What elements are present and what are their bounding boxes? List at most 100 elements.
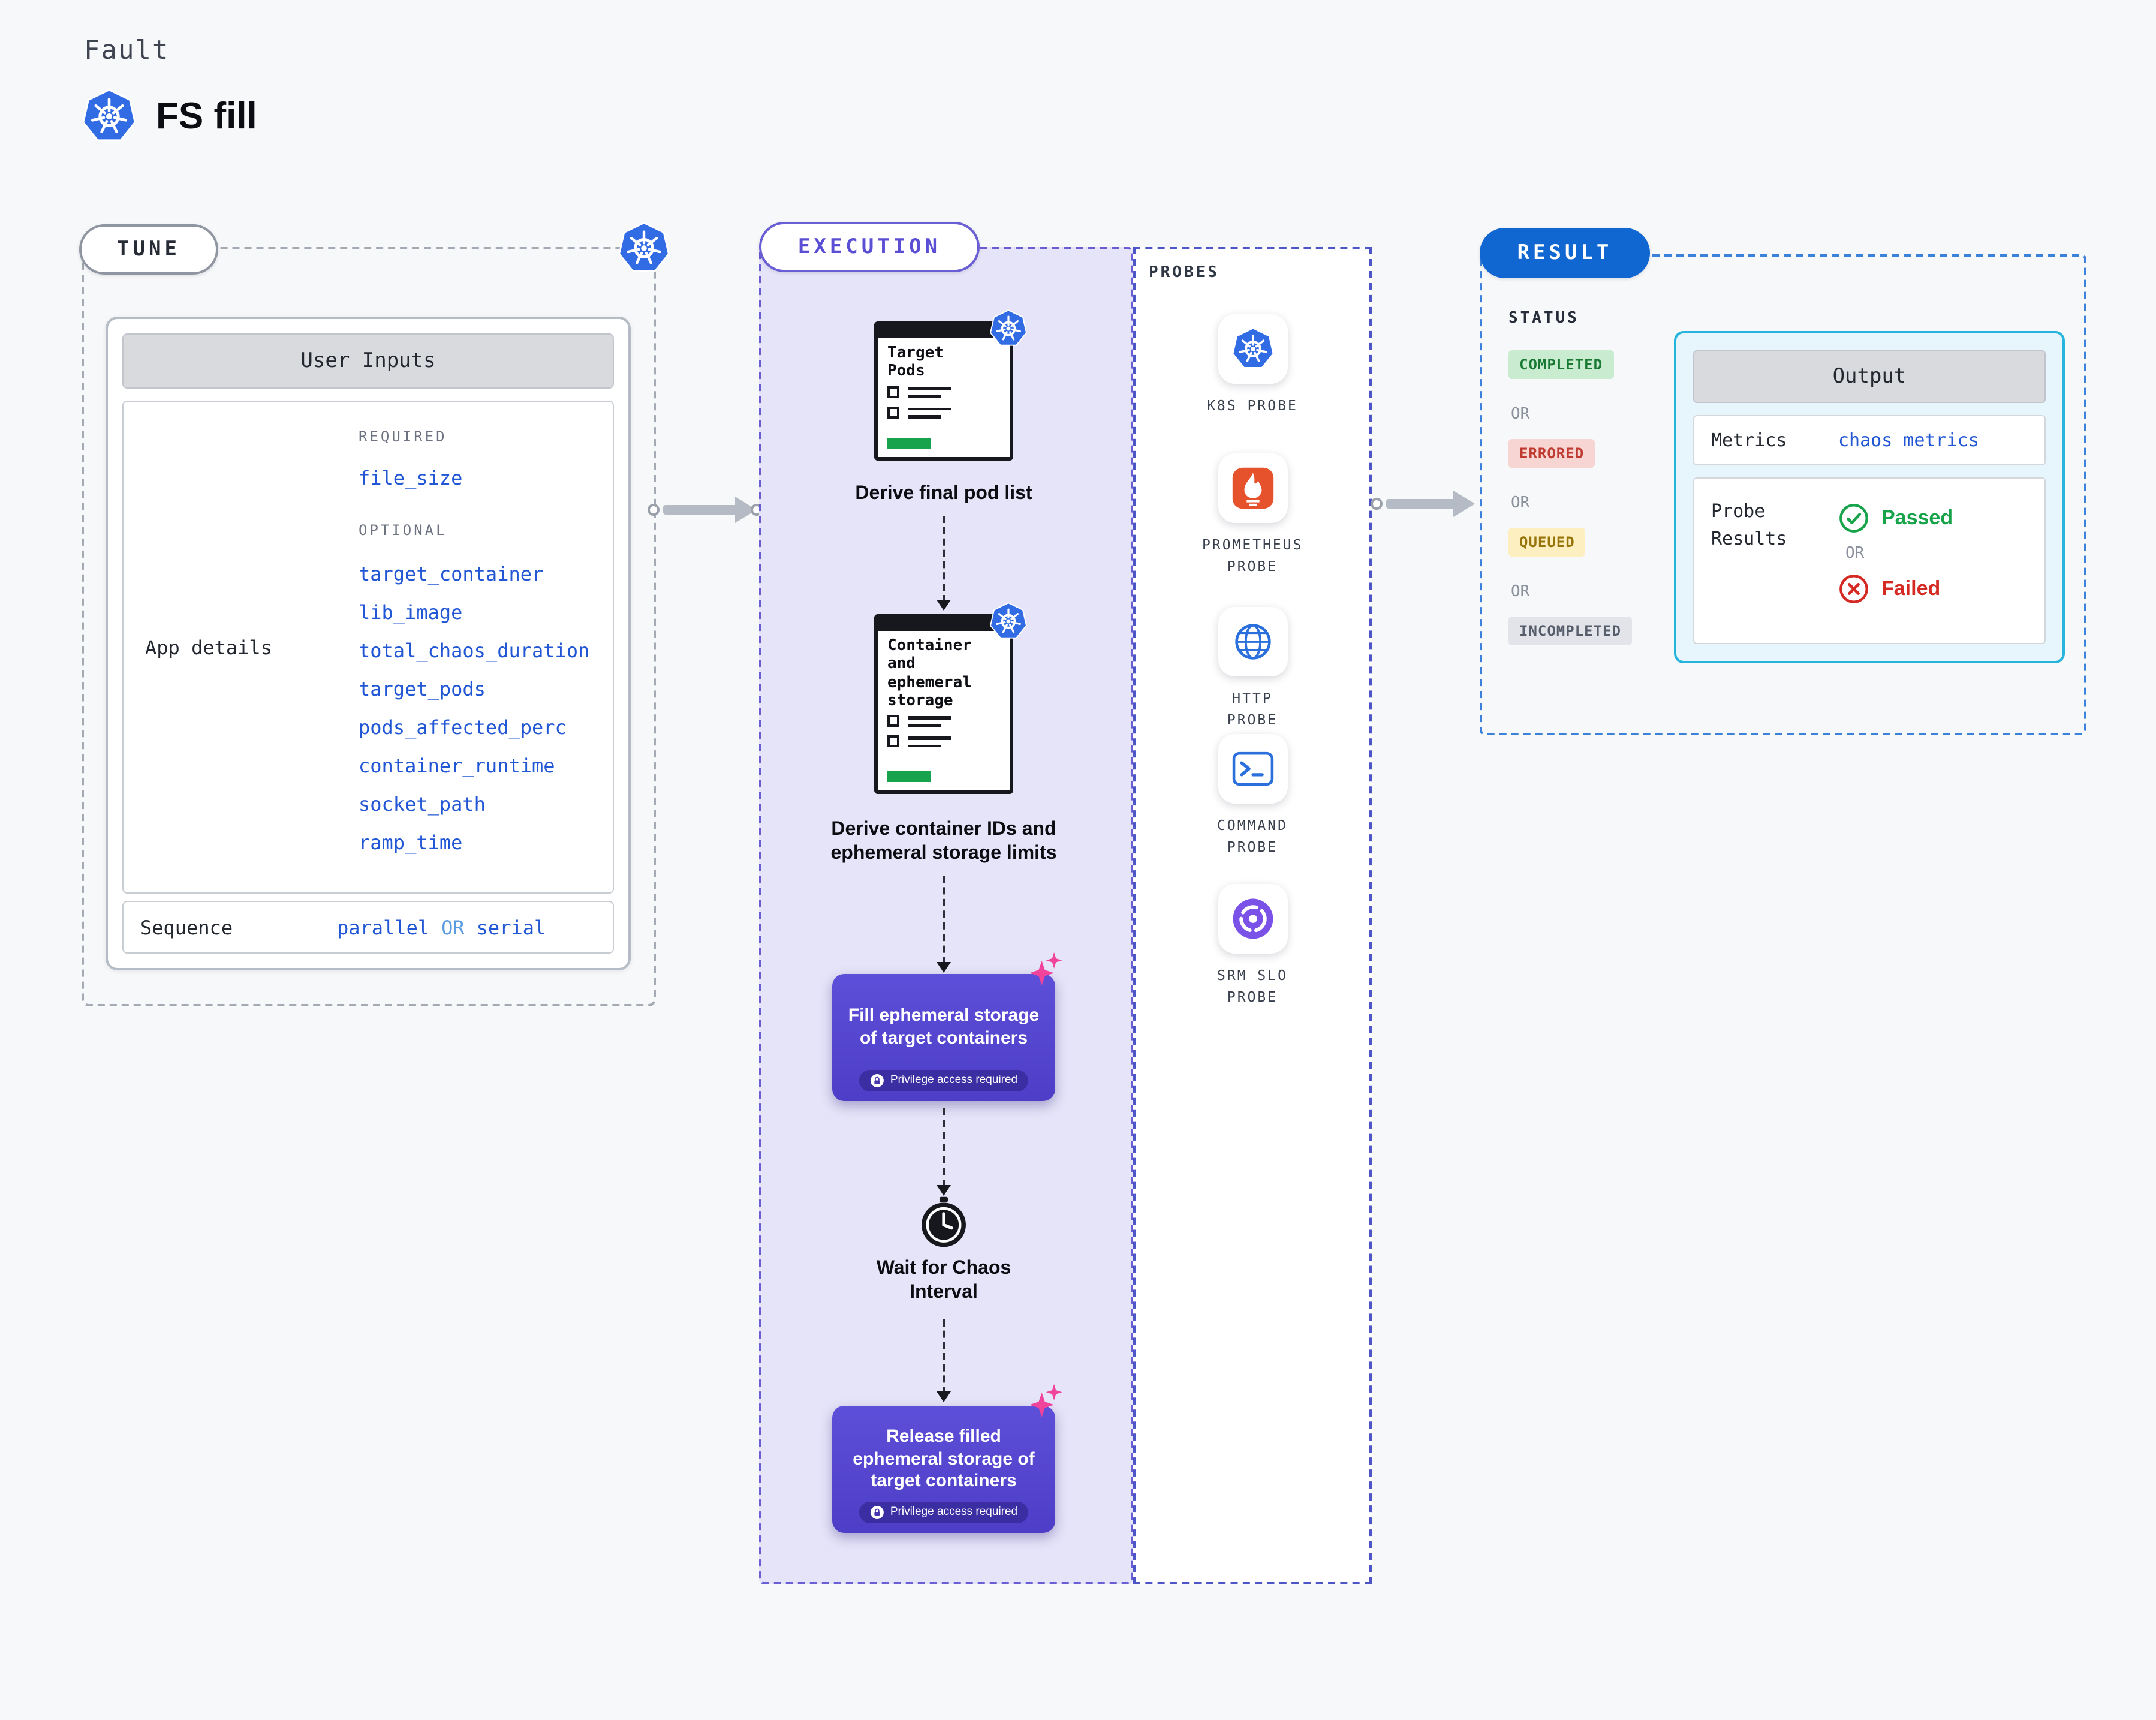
checkbox-icon [887, 406, 899, 419]
fault-kicker: Fault [84, 36, 170, 66]
lock-icon [870, 1505, 884, 1520]
field-target-pods: target_pods [359, 678, 486, 700]
derive-pod-list-doc: Target Pods [874, 321, 1013, 461]
probe-card [1218, 884, 1287, 954]
output-title: Output [1693, 350, 2046, 403]
kubernetes-icon [989, 309, 1028, 348]
doc-header-bar [878, 325, 1010, 338]
probe-name: COMMAND PROBE [1217, 817, 1288, 855]
privilege-badge: Privilege access required [859, 1502, 1029, 1523]
kubernetes-icon [1231, 327, 1274, 371]
flow-connector [943, 1319, 945, 1394]
privilege-badge-text: Privilege access required [890, 1074, 1018, 1087]
lock-icon [870, 1074, 884, 1088]
flow-connector [943, 516, 945, 602]
probe-item-srm-slo: SRM SLO PROBE [1133, 884, 1372, 1008]
status-or: OR [1511, 405, 1530, 423]
result-label: RESULT [1480, 228, 1650, 278]
checkbox-icon [887, 386, 899, 398]
app-details-label: App details [145, 636, 272, 658]
kubernetes-icon [989, 602, 1028, 641]
probe-results-values: Passed OR Failed [1838, 503, 1953, 605]
probe-name: SRM SLO PROBE [1217, 967, 1288, 1005]
field-lib-image: lib_image [359, 601, 463, 624]
user-inputs-panel: User Inputs App details REQUIRED file_si… [106, 317, 631, 970]
execution-section [759, 247, 1133, 1584]
progress-bar [887, 771, 931, 782]
checkbox-row [887, 715, 1000, 727]
probes-label: PROBES [1149, 264, 1219, 282]
flow-connector [943, 876, 945, 964]
status-badge-incompleted: INCOMPLETED [1508, 617, 1632, 645]
doc-checklist [878, 713, 1010, 748]
fill-storage-action: Fill ephemeral storage of target contain… [832, 974, 1055, 1101]
field-ramp-time: ramp_time [359, 831, 463, 854]
release-storage-action: Release filled ephemeral storage of targ… [832, 1406, 1055, 1533]
flow-arrowhead [937, 962, 951, 973]
tune-label: TUNE [79, 224, 218, 275]
flow-arrowhead [937, 600, 951, 611]
status-badge-completed: COMPLETED [1508, 350, 1614, 379]
flow-connector [943, 1108, 945, 1187]
probe-name: HTTP PROBE [1227, 690, 1278, 728]
field-container-runtime: container_runtime [359, 754, 555, 777]
optional-label: OPTIONAL [359, 522, 447, 539]
derive-container-ids-doc: Container and ephemeral storage [874, 614, 1013, 794]
sequence-or: OR [441, 916, 465, 939]
progress-bar [887, 438, 931, 449]
page-title: FS fill [156, 95, 257, 137]
prometheus-icon [1230, 465, 1275, 511]
probe-name: K8S PROBE [1207, 397, 1298, 414]
checkbox-row [887, 386, 1000, 398]
passed-label: Passed [1881, 506, 1953, 529]
execution-to-result-arrow [1371, 491, 1475, 517]
check-circle-icon [1838, 503, 1869, 534]
privilege-badge-text: Privilege access required [890, 1505, 1018, 1519]
probe-item-k8s: K8S PROBE [1133, 314, 1372, 417]
output-panel: Output Metrics chaos metrics Probe Resul… [1674, 331, 2065, 663]
probe-item-command: COMMAND PROBE [1133, 734, 1372, 858]
required-label: REQUIRED [359, 428, 447, 445]
metrics-value: chaos metrics [1838, 429, 1979, 451]
status-label: STATUS [1508, 309, 1579, 327]
kubernetes-icon [82, 89, 137, 144]
passed-line: Passed [1838, 503, 1953, 534]
doc-title: Container and ephemeral storage [887, 637, 972, 710]
probe-results-or: OR [1845, 545, 1865, 563]
checkbox-row [887, 406, 1000, 419]
user-inputs-body: App details REQUIRED file_size OPTIONAL … [122, 401, 614, 894]
probe-card [1218, 734, 1287, 804]
probe-results-row: Probe Results Passed OR Failed [1693, 477, 2046, 644]
sparkle-icon [1026, 1382, 1065, 1420]
release-storage-label: Release filled ephemeral storage of targ… [853, 1426, 1035, 1492]
probe-card [1218, 453, 1287, 523]
gauge-icon [1230, 896, 1275, 942]
metrics-row: Metrics chaos metrics [1693, 415, 2046, 465]
failed-label: Failed [1881, 577, 1941, 600]
checkbox-row [887, 735, 1000, 748]
field-pods-affected-perc: pods_affected_perc [359, 716, 567, 739]
sparkle-icon [1026, 950, 1065, 988]
arrow-shaft [1386, 499, 1456, 509]
arrow-start-dot [1371, 498, 1383, 510]
probe-results-label: Probe Results [1711, 500, 1787, 549]
sequence-label: Sequence [140, 916, 233, 939]
execution-label: EXECUTION [759, 222, 980, 272]
tune-to-execution-arrow [648, 497, 763, 523]
field-total-chaos-duration: total_chaos_duration [359, 639, 590, 662]
field-file-size: file_size [359, 467, 463, 489]
tune-section [82, 247, 656, 1006]
probe-card [1218, 314, 1287, 384]
metrics-label: Metrics [1711, 429, 1787, 451]
doc-header-bar [878, 618, 1010, 631]
status-badge-errored: ERRORED [1508, 439, 1595, 468]
terminal-icon [1230, 746, 1275, 792]
fault-title-row: FS fill [82, 89, 257, 144]
arrow-head [1453, 491, 1475, 517]
sequence-option-parallel: parallel [337, 916, 430, 939]
kubernetes-icon [618, 222, 670, 275]
arrow-shaft [663, 505, 737, 515]
